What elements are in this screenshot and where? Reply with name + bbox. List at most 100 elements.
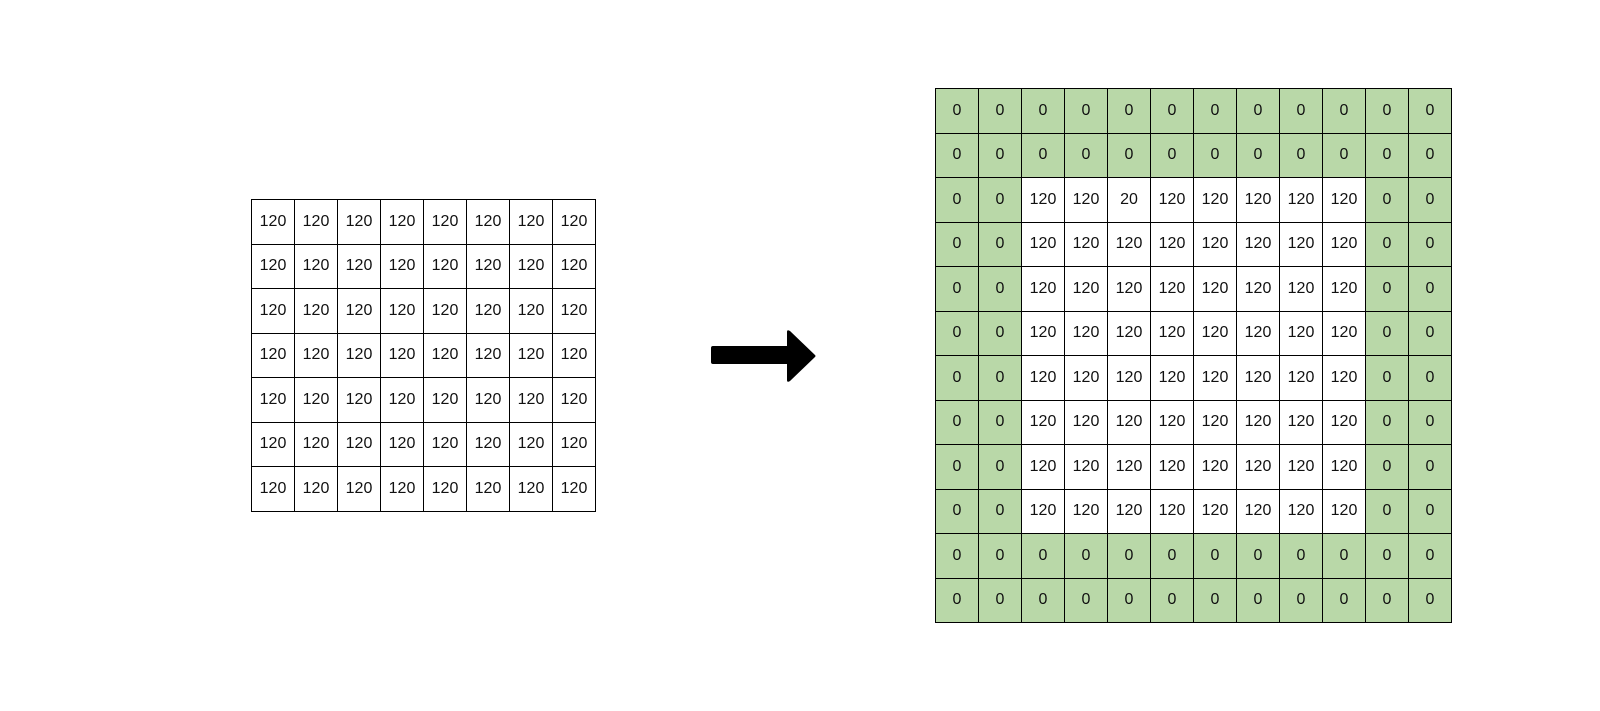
output-matrix-cell: 120 bbox=[1150, 266, 1194, 312]
input-matrix-cell: 120 bbox=[552, 377, 596, 423]
input-matrix-cell: 120 bbox=[552, 332, 596, 378]
output-matrix-cell: 120 bbox=[1193, 221, 1237, 267]
input-matrix-cell: 120 bbox=[466, 199, 510, 245]
output-matrix-cell: 0 bbox=[1193, 577, 1237, 623]
output-matrix-cell: 0 bbox=[1150, 533, 1194, 579]
input-matrix-cell: 120 bbox=[294, 332, 338, 378]
input-matrix-cell: 120 bbox=[337, 243, 381, 289]
output-matrix-cell: 0 bbox=[978, 399, 1022, 445]
input-matrix-cell: 120 bbox=[423, 243, 467, 289]
output-matrix-cell: 0 bbox=[1021, 132, 1065, 178]
output-matrix-cell: 0 bbox=[1064, 533, 1108, 579]
output-matrix-cell: 120 bbox=[1279, 399, 1323, 445]
input-matrix-cell: 120 bbox=[466, 332, 510, 378]
output-matrix-cell: 0 bbox=[935, 88, 979, 134]
output-matrix-cell: 120 bbox=[1322, 488, 1366, 534]
output-matrix-cell: 120 bbox=[1279, 444, 1323, 490]
output-matrix-cell: 120 bbox=[1322, 310, 1366, 356]
output-matrix-cell: 120 bbox=[1279, 310, 1323, 356]
output-matrix-cell: 0 bbox=[1365, 88, 1409, 134]
output-matrix-cell: 120 bbox=[1107, 355, 1151, 401]
output-matrix-cell: 120 bbox=[1322, 177, 1366, 223]
output-matrix-cell: 120 bbox=[1107, 399, 1151, 445]
output-matrix-cell: 120 bbox=[1107, 221, 1151, 267]
input-matrix-cell: 120 bbox=[466, 421, 510, 467]
right-arrow-icon bbox=[711, 330, 816, 382]
output-matrix-cell: 0 bbox=[1408, 488, 1452, 534]
output-matrix-cell: 0 bbox=[978, 88, 1022, 134]
input-matrix-cell: 120 bbox=[294, 199, 338, 245]
input-matrix-cell: 120 bbox=[466, 243, 510, 289]
output-matrix-cell: 0 bbox=[935, 177, 979, 223]
output-matrix-cell: 120 bbox=[1279, 266, 1323, 312]
output-matrix-cell: 0 bbox=[1408, 266, 1452, 312]
output-matrix-cell: 120 bbox=[1064, 221, 1108, 267]
output-matrix-cell: 120 bbox=[1021, 355, 1065, 401]
output-matrix-cell: 0 bbox=[935, 577, 979, 623]
arrow-shape bbox=[711, 330, 816, 382]
output-matrix-cell: 0 bbox=[978, 533, 1022, 579]
output-matrix-cell: 0 bbox=[1365, 577, 1409, 623]
output-matrix-cell: 0 bbox=[1408, 132, 1452, 178]
output-matrix-cell: 0 bbox=[935, 355, 979, 401]
input-matrix-cell: 120 bbox=[380, 243, 424, 289]
output-matrix-cell: 120 bbox=[1150, 355, 1194, 401]
output-matrix-cell: 0 bbox=[1107, 132, 1151, 178]
output-matrix-cell: 120 bbox=[1150, 177, 1194, 223]
input-matrix-cell: 120 bbox=[423, 466, 467, 512]
output-matrix-cell: 120 bbox=[1322, 444, 1366, 490]
output-matrix-cell: 0 bbox=[1365, 266, 1409, 312]
input-matrix-cell: 120 bbox=[552, 466, 596, 512]
output-matrix-cell: 0 bbox=[1150, 577, 1194, 623]
output-matrix-cell: 120 bbox=[1236, 177, 1280, 223]
output-matrix-cell: 0 bbox=[1408, 310, 1452, 356]
output-matrix-cell: 120 bbox=[1279, 177, 1323, 223]
output-matrix-cell: 0 bbox=[978, 488, 1022, 534]
output-matrix-cell: 0 bbox=[1408, 533, 1452, 579]
output-matrix-cell: 120 bbox=[1193, 266, 1237, 312]
output-matrix-cell: 0 bbox=[1408, 177, 1452, 223]
output-matrix-cell: 120 bbox=[1021, 221, 1065, 267]
output-matrix-cell: 120 bbox=[1236, 266, 1280, 312]
input-matrix-cell: 120 bbox=[380, 332, 424, 378]
input-matrix-cell: 120 bbox=[509, 466, 553, 512]
output-matrix-cell: 0 bbox=[1365, 444, 1409, 490]
output-matrix-cell: 0 bbox=[1322, 533, 1366, 579]
output-matrix-cell: 120 bbox=[1279, 221, 1323, 267]
output-matrix-cell: 0 bbox=[978, 444, 1022, 490]
output-matrix-cell: 0 bbox=[1021, 533, 1065, 579]
input-matrix-cell: 120 bbox=[251, 421, 295, 467]
output-matrix-cell: 120 bbox=[1150, 399, 1194, 445]
input-matrix-cell: 120 bbox=[423, 288, 467, 334]
output-matrix-cell: 0 bbox=[1365, 355, 1409, 401]
output-matrix-cell: 0 bbox=[978, 266, 1022, 312]
output-matrix-cell: 0 bbox=[935, 266, 979, 312]
output-matrix-cell: 0 bbox=[1365, 310, 1409, 356]
output-matrix-cell: 0 bbox=[978, 221, 1022, 267]
output-matrix-cell: 0 bbox=[978, 355, 1022, 401]
output-matrix-cell: 120 bbox=[1021, 488, 1065, 534]
output-matrix-cell: 120 bbox=[1236, 310, 1280, 356]
input-matrix-cell: 120 bbox=[380, 199, 424, 245]
output-matrix-cell: 120 bbox=[1236, 355, 1280, 401]
output-matrix-cell: 120 bbox=[1193, 399, 1237, 445]
output-matrix-cell: 120 bbox=[1193, 310, 1237, 356]
input-matrix-cell: 120 bbox=[251, 466, 295, 512]
output-matrix-cell: 120 bbox=[1107, 444, 1151, 490]
output-matrix-cell: 120 bbox=[1021, 266, 1065, 312]
output-matrix-cell: 0 bbox=[1193, 88, 1237, 134]
input-matrix-cell: 120 bbox=[337, 421, 381, 467]
output-matrix-cell: 0 bbox=[1150, 132, 1194, 178]
